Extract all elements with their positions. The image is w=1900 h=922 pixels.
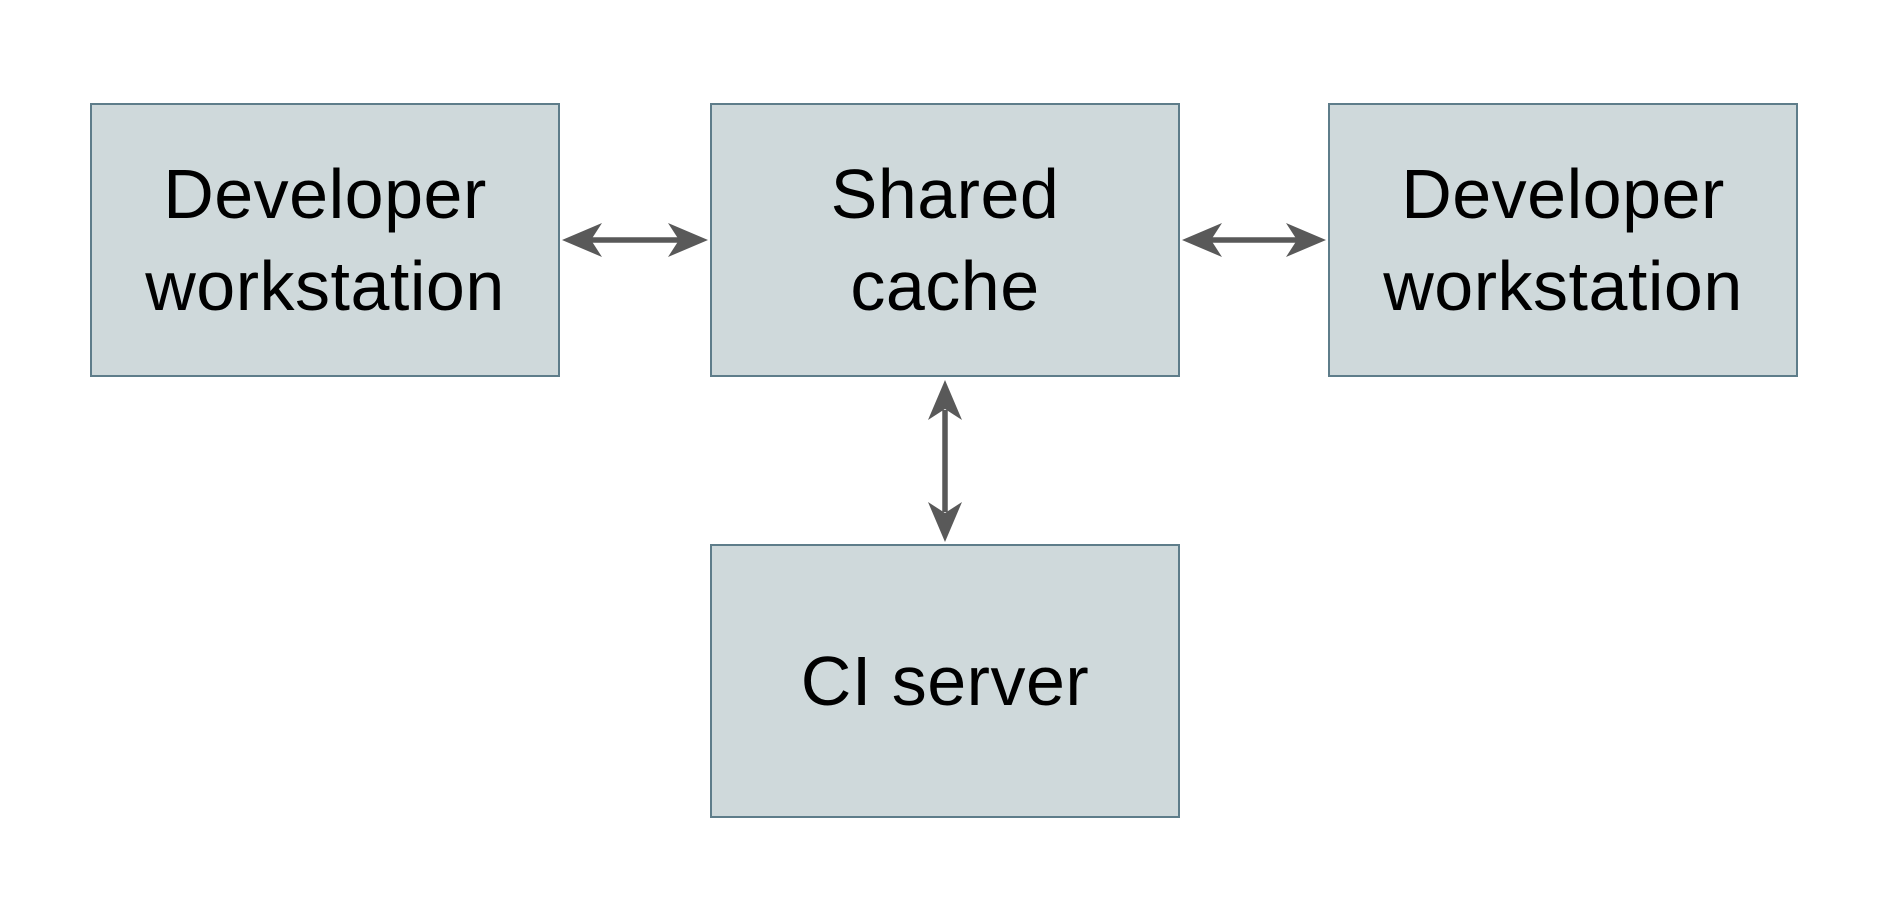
- node-shared-cache: Shared cache: [710, 103, 1180, 377]
- node-label: Shared cache: [830, 154, 1060, 325]
- node-ci-server: CI server: [710, 544, 1180, 818]
- double-arrow-icon: [1182, 223, 1326, 257]
- node-developer-workstation-right: Developer workstation: [1328, 103, 1798, 377]
- bidirectional-arrow-devleft-cache: [560, 219, 710, 261]
- bidirectional-arrow-cache-ciserver: [924, 378, 966, 544]
- double-arrow-icon: [928, 380, 962, 542]
- node-label: Developer workstation: [145, 154, 505, 325]
- node-label: Developer workstation: [1383, 154, 1743, 325]
- bidirectional-arrow-cache-devright: [1180, 219, 1328, 261]
- node-developer-workstation-left: Developer workstation: [90, 103, 560, 377]
- node-label: CI server: [800, 641, 1090, 720]
- double-arrow-icon: [562, 223, 708, 257]
